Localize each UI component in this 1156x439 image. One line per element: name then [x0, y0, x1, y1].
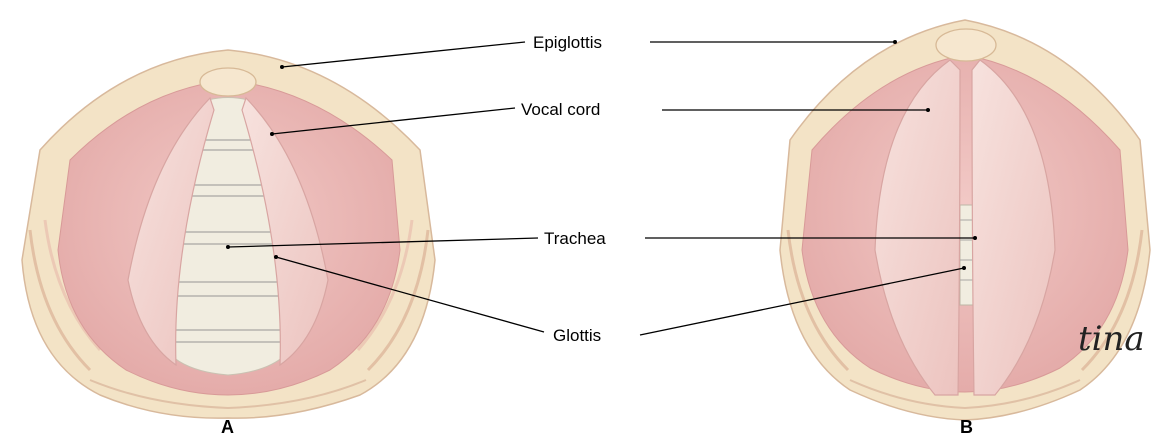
epiglottis-b: [936, 29, 996, 61]
illustration-a: [22, 50, 435, 418]
label-epiglottis-group: Epiglottis: [280, 33, 897, 69]
label-glottis: Glottis: [553, 326, 601, 345]
illustration-b: [780, 20, 1150, 420]
panel-label-a: A: [221, 417, 234, 437]
label-trachea: Trachea: [544, 229, 606, 248]
label-epiglottis: Epiglottis: [533, 33, 602, 52]
epiglottis-a: [200, 68, 256, 96]
panel-label-b: B: [960, 417, 973, 437]
label-vocal-cord: Vocal cord: [521, 100, 600, 119]
artist-signature: tina: [1078, 319, 1145, 359]
